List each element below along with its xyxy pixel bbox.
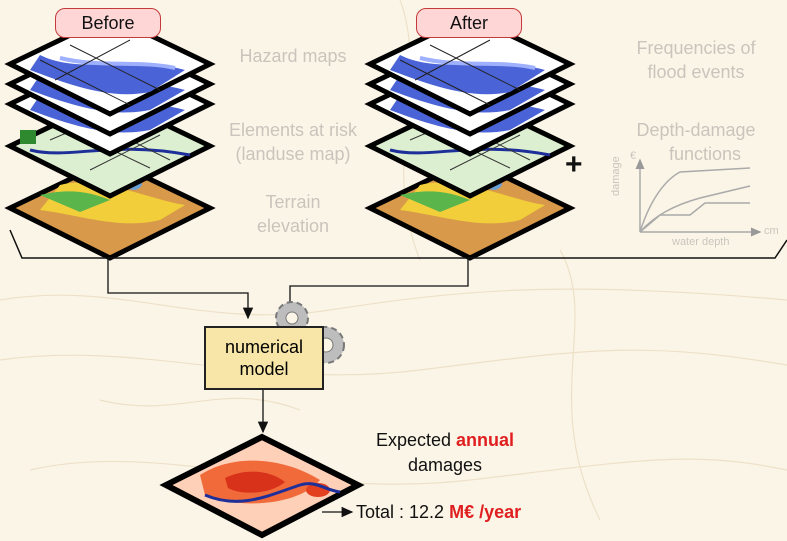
damage-axis-label: damage xyxy=(610,156,622,196)
total-unit: M€ /year xyxy=(449,502,522,522)
terrain-label: Terrain xyxy=(265,192,321,212)
euro-axis-label: € xyxy=(630,150,637,162)
model-label-line1: numerical xyxy=(224,337,304,357)
elevation-label: elevation xyxy=(256,216,330,236)
before-layer-stack xyxy=(4,13,216,261)
model-label-line2: model xyxy=(239,359,289,379)
frequencies-label: Frequencies of xyxy=(636,38,756,58)
total-label: Total : 12.2 M€ /year xyxy=(356,500,616,524)
cm-axis-label: cm xyxy=(764,225,779,237)
water-depth-axis-label: water depth xyxy=(672,236,730,248)
plus-sign: + xyxy=(565,148,583,181)
numerical-model-box: numerical model xyxy=(204,326,324,390)
after-tag: After xyxy=(416,8,522,38)
after-layer-stack xyxy=(364,13,576,261)
depth-damage-graph xyxy=(635,158,762,237)
damages-label: damages xyxy=(407,455,483,475)
flood-events-label: flood events xyxy=(647,62,745,82)
landuse-map-label: (landuse map) xyxy=(235,144,351,164)
expected-word: Expected xyxy=(375,430,452,450)
elements-at-risk-label: Elements at risk xyxy=(228,120,358,140)
inputs-bracket xyxy=(9,229,787,259)
functions-label: functions xyxy=(668,144,742,164)
before-tag: Before xyxy=(55,8,161,38)
total-prefix: Total : 12.2 xyxy=(356,502,445,522)
hazard-maps-label: Hazard maps xyxy=(239,46,347,66)
depth-damage-label: Depth-damage xyxy=(636,120,756,140)
expected-annual-damages-label: Expected annual xyxy=(340,428,550,452)
annual-word: annual xyxy=(456,430,515,450)
expected-damage-map xyxy=(159,433,365,539)
